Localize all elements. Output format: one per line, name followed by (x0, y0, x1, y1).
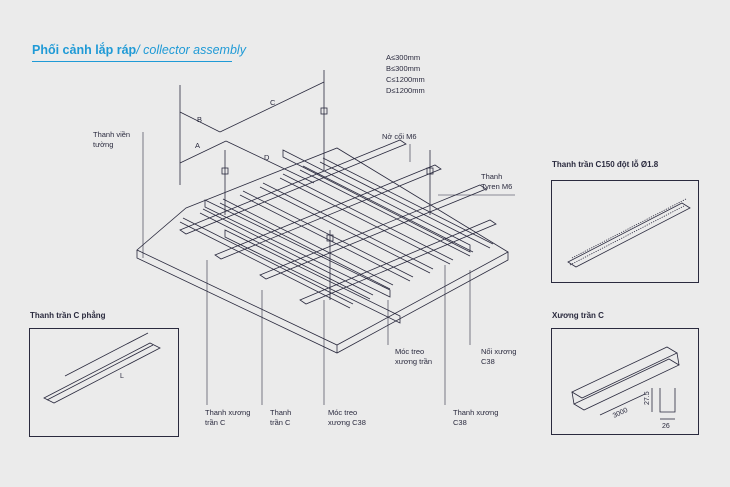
dim-a: A (195, 141, 201, 150)
flat-box-title: Thanh trần C phẳng (30, 311, 106, 320)
frame-box-title: Xương trần C (552, 311, 604, 320)
leader-lines (142, 132, 515, 405)
dim-c: C (270, 98, 276, 107)
frame-members (204, 149, 471, 324)
dim-d: D (264, 153, 270, 162)
dim-b: B (197, 115, 203, 124)
ceiling-panel-outline (136, 147, 509, 346)
title-vi: Phối cảnh lắp ráp (32, 43, 137, 57)
label-nut: Nở cối M6 (382, 132, 417, 141)
c150-box-title: Thanh trần C150 đột lỗ Ø1.8 (552, 160, 659, 169)
spec-d: D≤1200mm (386, 86, 425, 95)
label-wall-edge: Thanh viền tường (93, 130, 131, 149)
hanger-rods (221, 70, 434, 300)
spec-c: C≤1200mm (386, 75, 425, 84)
label-hook-c38: Móc treo xương C38 (328, 408, 366, 427)
title-en: / collector assembly (136, 43, 246, 57)
ceiling-strips (179, 157, 494, 309)
page-title: Phối cảnh lắp ráp/ collector assembly (32, 43, 246, 57)
label-joint-c38: Nối xương C38 (481, 347, 517, 366)
label-hook-c: Móc treo xương trần (395, 347, 433, 366)
spec-b: B≤300mm (386, 64, 421, 73)
title-underline (32, 61, 232, 62)
dimension-lines (179, 81, 325, 185)
label-bar-c: Thanh trần C (270, 408, 292, 427)
label-frame-c38: Thanh xương C38 (453, 408, 499, 427)
label-rod: Thanh Tyren M6 (481, 172, 513, 191)
flat-box (29, 328, 179, 437)
c150-box (551, 180, 699, 283)
label-frame-c: Thanh xương trần C (205, 408, 251, 427)
frame-box (551, 328, 699, 435)
c38-channels (179, 139, 497, 305)
spec-a: A≤300mm (386, 53, 421, 62)
